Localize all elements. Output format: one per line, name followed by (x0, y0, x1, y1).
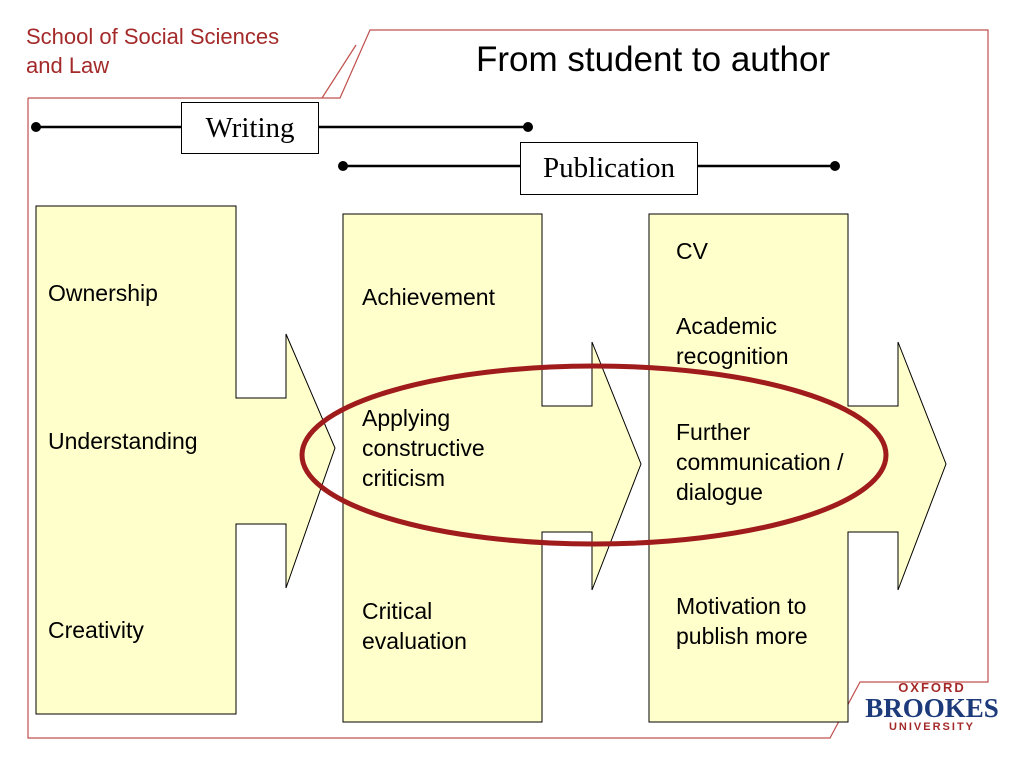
writing-label: Writing (181, 102, 319, 154)
logo-line-2: BROOKES (865, 693, 999, 723)
column-1-item-creativity: Creativity (48, 617, 144, 643)
school-line-2: and Law (26, 53, 110, 78)
frame-slant-top (321, 44, 357, 99)
oxford-brookes-logo: OXFORD BROOKES UNIVERSITY (864, 681, 1000, 734)
school-name: School of Social Sciences and Law (26, 22, 279, 80)
column-2-arrow (342, 213, 642, 723)
column-1-arrow (35, 205, 336, 715)
school-line-1: School of Social Sciences (26, 24, 280, 49)
column-3-item-further-communication: Further communication / dialogue (676, 419, 844, 505)
publication-label: Publication (520, 142, 698, 195)
column-3-item-cv: CV (676, 238, 708, 264)
logo-line-3: UNIVERSITY (888, 721, 975, 733)
column-3-item-academic-recognition: Academic recognition (676, 313, 789, 369)
writing-end-dot (523, 122, 533, 132)
slide-title: From student to author (476, 40, 831, 79)
column-2-item-critical-evaluation: Critical evaluation (362, 598, 467, 654)
column-1-item-ownership: Ownership (48, 280, 158, 306)
logo-line-1: OXFORD (898, 680, 966, 695)
column-3-item-motivation: Motivation to publish more (676, 593, 808, 649)
column-3-arrow (648, 213, 947, 723)
column-2-item-achievement: Achievement (362, 284, 495, 310)
publication-end-dot (830, 161, 840, 171)
writing-start-dot (31, 122, 41, 132)
publication-start-dot (338, 161, 348, 171)
column-2-item-applying: Applying constructive criticism (362, 405, 485, 491)
column-1-item-understanding: Understanding (48, 428, 198, 454)
highlight-ellipse (299, 363, 889, 547)
frame-border (27, 29, 989, 739)
